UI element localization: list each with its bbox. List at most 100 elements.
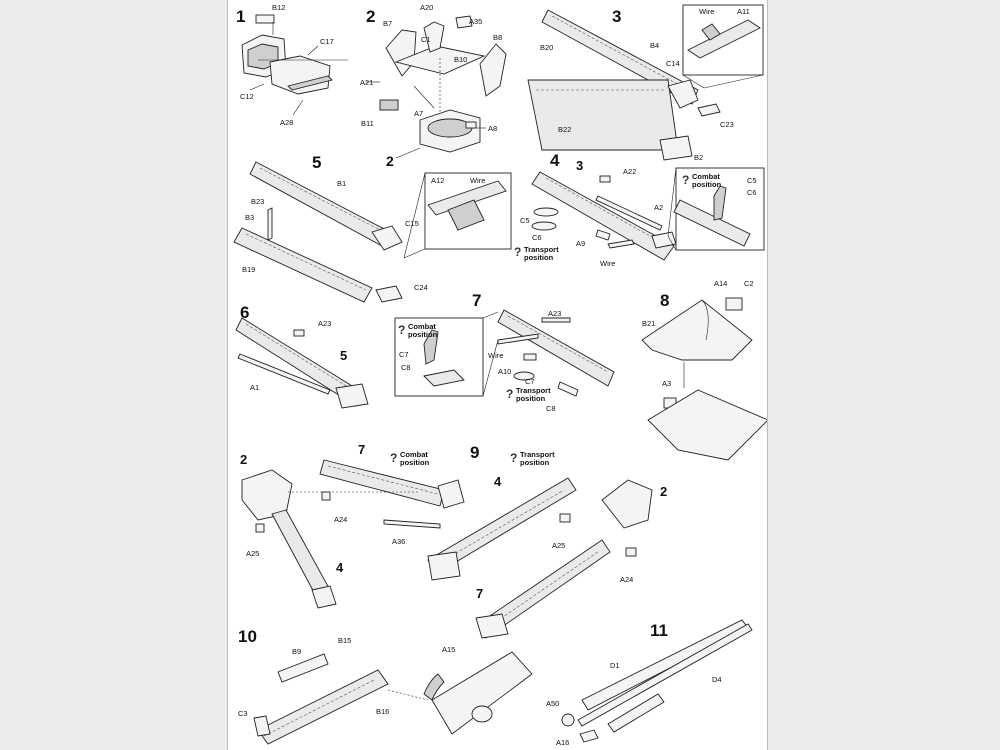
combat-label-A36: A36 <box>392 537 405 546</box>
question-icon: ? <box>682 173 689 187</box>
step9-parts <box>427 477 653 639</box>
step2-ref-2: 2 <box>386 153 394 169</box>
step-number-8: 8 <box>660 291 669 310</box>
step2-label-A35: A35 <box>469 17 482 26</box>
step7-label-C8: C8 <box>546 404 556 413</box>
step2-label-B8: B8 <box>493 33 502 42</box>
step1-label-A28: A28 <box>280 118 293 127</box>
step2-label-A20: A20 <box>420 3 433 12</box>
step8-label-C2: C2 <box>744 279 754 288</box>
step4-parts <box>531 167 765 261</box>
step4-label-Wire: Wire <box>600 259 615 268</box>
step2-label-B10: B10 <box>454 55 467 64</box>
question-icon: ? <box>398 323 405 337</box>
step9-label-A25: A25 <box>552 541 565 550</box>
step7-label-C7b: C7 <box>399 350 409 359</box>
step3-label-Wire: Wire <box>699 7 714 16</box>
step-number-1: 1 <box>236 7 245 26</box>
step5-label-A12: A12 <box>431 176 444 185</box>
step10-label-B15: B15 <box>338 636 351 645</box>
instruction-sheet: 1 B12 C17 C12 A28 2 A20 A35 B7 C1 B8 A21 <box>227 0 768 750</box>
step3-label-C23: C23 <box>720 120 734 129</box>
step5-label-B23: B23 <box>251 197 264 206</box>
step11-parts <box>561 619 753 743</box>
step3-parts <box>527 4 764 161</box>
step2-label-A21: A21 <box>360 78 373 87</box>
instruction-drawing: 1 B12 C17 C12 A28 2 A20 A35 B7 C1 B8 A21 <box>233 3 767 747</box>
step5-label-B19: B19 <box>242 265 255 274</box>
combat-ref-7: 7 <box>358 442 365 457</box>
step7-label-A10: A10 <box>498 367 511 376</box>
step4-label-A2: A2 <box>654 203 663 212</box>
step5-label-C15: C15 <box>405 219 419 228</box>
step3-label-A11: A11 <box>737 7 750 16</box>
step5-label-C24: C24 <box>414 283 428 292</box>
step-number-6: 6 <box>240 303 249 322</box>
step8-parts <box>641 297 767 461</box>
step7-label-C8b: C8 <box>401 363 411 372</box>
step10-label-C3: C3 <box>238 709 248 718</box>
step-number-3: 3 <box>612 7 621 26</box>
step3-label-B22: B22 <box>558 125 571 134</box>
step-number-5: 5 <box>312 153 321 172</box>
question-icon: ? <box>506 387 513 401</box>
step5-label-B1: B1 <box>337 179 346 188</box>
step1-label-C17: C17 <box>320 37 334 46</box>
step7-parts <box>394 309 615 397</box>
step2-label-B11: B11 <box>361 119 374 128</box>
step8-label-B21: B21 <box>642 319 655 328</box>
combat-label-A25: A25 <box>246 549 259 558</box>
step11-label-D1: D1 <box>610 661 620 670</box>
question-icon: ? <box>510 451 517 465</box>
step3-label-B4: B4 <box>650 41 659 50</box>
combat-assembly-parts <box>241 459 465 609</box>
step3-label-C14: C14 <box>666 59 680 68</box>
step11-label-D4: D4 <box>712 675 722 684</box>
step7-label-C7: C7 <box>525 377 535 386</box>
step4-label-C5b: C5 <box>747 176 757 185</box>
step-number-7: 7 <box>472 291 481 310</box>
step10-label-A15: A15 <box>442 645 455 654</box>
step10-label-B16: B16 <box>376 707 389 716</box>
step1-label-C12: C12 <box>240 92 254 101</box>
step10-label-B9: B9 <box>292 647 301 656</box>
step4-label-A22: A22 <box>623 167 636 176</box>
step9-ref-7: 7 <box>476 586 483 601</box>
step2-label-B7: B7 <box>383 19 392 28</box>
step4-label-C6b: C6 <box>747 188 757 197</box>
step9-ref-2: 2 <box>660 484 667 499</box>
step6-parts <box>235 317 369 409</box>
step7-label-Wire: Wire <box>488 351 503 360</box>
combat-label-A24: A24 <box>334 515 347 524</box>
step5-label-B3: B3 <box>245 213 254 222</box>
step5-label-Wire: Wire <box>470 176 485 185</box>
combat-ref-4: 4 <box>336 560 344 575</box>
step3-label-B2: B2 <box>694 153 703 162</box>
step7-label-A23: A23 <box>548 309 561 318</box>
question-icon: ? <box>390 451 397 465</box>
step2-parts <box>366 15 507 159</box>
step10-parts <box>253 651 533 745</box>
step4-label-C6: C6 <box>532 233 542 242</box>
step2-label-C1: C1 <box>421 35 431 44</box>
step-number-9: 9 <box>470 443 479 462</box>
step4-label-C5: C5 <box>520 216 530 225</box>
step-number-11: 11 <box>650 621 668 640</box>
step3-label-B20: B20 <box>540 43 553 52</box>
step4-label-A9: A9 <box>576 239 585 248</box>
step-number-4: 4 <box>550 151 560 170</box>
step-number-2: 2 <box>366 7 375 26</box>
step11-label-A50: A50 <box>546 699 559 708</box>
question-icon: ? <box>514 245 521 259</box>
step2-label-A8: A8 <box>488 124 497 133</box>
step4-ref-3: 3 <box>576 158 583 173</box>
step6-label-A23: A23 <box>318 319 331 328</box>
step2-label-A7: A7 <box>414 109 423 118</box>
step1-label-B12: B12 <box>272 3 285 12</box>
